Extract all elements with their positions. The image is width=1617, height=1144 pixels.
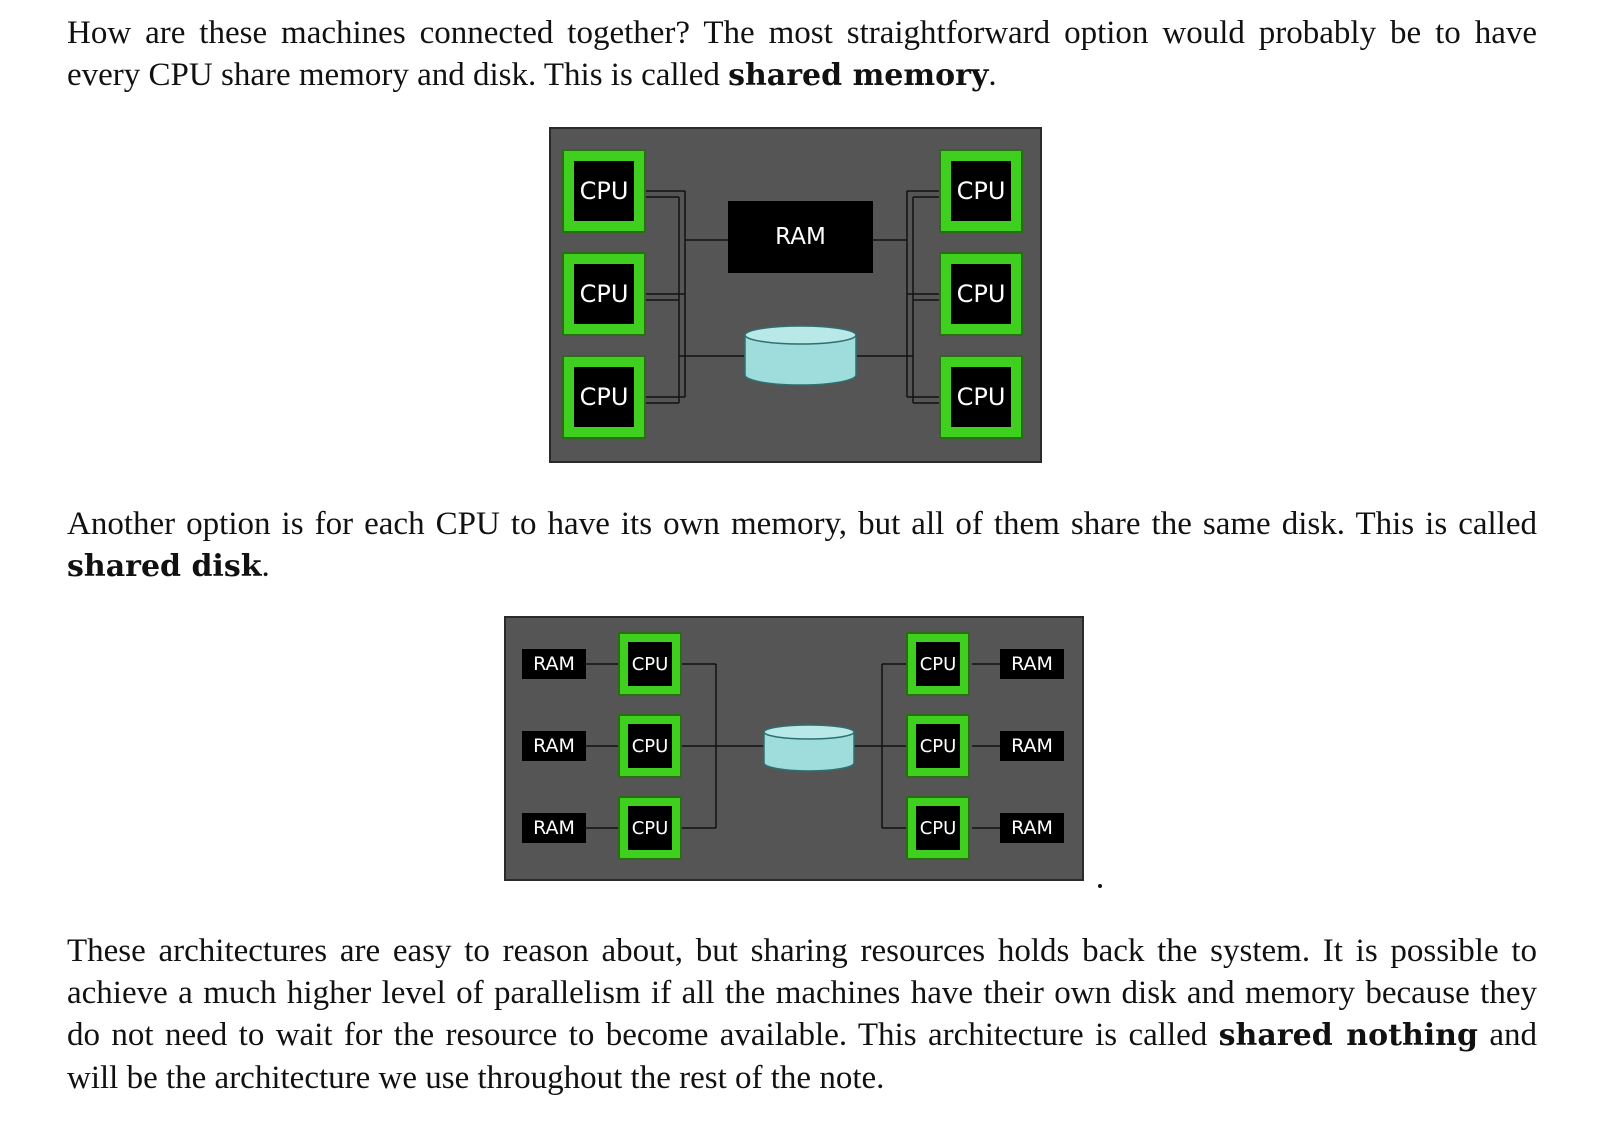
shared-memory-diagram: RAM CPU CPU CPU CPU CPU CPU bbox=[549, 127, 1042, 463]
paragraph-shared-disk: Another option is for each CPU to have i… bbox=[67, 503, 1537, 588]
paragraph-text: and will be the architecture we use thro… bbox=[67, 1017, 1537, 1096]
cpu-block: CPU bbox=[939, 252, 1023, 336]
cpu-label: CPU bbox=[916, 642, 960, 686]
cpu-block: CPU bbox=[562, 355, 646, 439]
shared-ram-block: RAM bbox=[728, 201, 873, 273]
cpu-label: CPU bbox=[951, 161, 1011, 221]
cpu-label: CPU bbox=[574, 367, 634, 427]
ram-block: RAM bbox=[1000, 731, 1064, 761]
paragraph-punctuation: . bbox=[988, 57, 997, 93]
cpu-label: CPU bbox=[628, 724, 672, 768]
shared-disk-icon bbox=[763, 724, 855, 772]
term-shared-nothing: shared nothing bbox=[1218, 1018, 1478, 1053]
cpu-label: CPU bbox=[951, 367, 1011, 427]
paragraph-punctuation: . bbox=[261, 548, 270, 584]
shared-disk-icon bbox=[744, 325, 857, 386]
cpu-label: CPU bbox=[951, 264, 1011, 324]
cpu-block: CPU bbox=[906, 714, 970, 778]
cpu-block: CPU bbox=[618, 632, 682, 696]
paragraph-shared-nothing: These architectures are easy to reason a… bbox=[67, 930, 1537, 1099]
cpu-block: CPU bbox=[939, 355, 1023, 439]
cpu-block: CPU bbox=[618, 796, 682, 860]
paragraph-text: Another option is for each CPU to have i… bbox=[67, 506, 1537, 542]
cpu-block: CPU bbox=[906, 796, 970, 860]
paragraph-text: These architectures are easy to reason a… bbox=[67, 933, 1537, 1053]
paragraph-shared-memory: How are these machines connected togethe… bbox=[67, 12, 1537, 97]
cpu-label: CPU bbox=[916, 806, 960, 850]
ram-block: RAM bbox=[522, 649, 586, 679]
cpu-block: CPU bbox=[562, 252, 646, 336]
cpu-label: CPU bbox=[574, 264, 634, 324]
cpu-label: CPU bbox=[574, 161, 634, 221]
cpu-block: CPU bbox=[562, 149, 646, 233]
cpu-label: CPU bbox=[628, 806, 672, 850]
ram-block: RAM bbox=[1000, 649, 1064, 679]
shared-disk-diagram: RAM RAM RAM CPU CPU CPU CPU CPU CPU RAM … bbox=[504, 616, 1084, 881]
ram-block: RAM bbox=[1000, 813, 1064, 843]
cpu-label: CPU bbox=[628, 642, 672, 686]
ram-block: RAM bbox=[522, 731, 586, 761]
term-shared-memory: shared memory bbox=[728, 58, 989, 93]
cpu-block: CPU bbox=[939, 149, 1023, 233]
paragraph-text: How are these machines connected togethe… bbox=[67, 15, 1537, 93]
shared-disk-wires bbox=[586, 663, 1002, 829]
stray-period-mark bbox=[1098, 884, 1102, 888]
ram-block: RAM bbox=[522, 813, 586, 843]
cpu-label: CPU bbox=[916, 724, 960, 768]
cpu-block: CPU bbox=[618, 714, 682, 778]
term-shared-disk: shared disk bbox=[67, 549, 262, 584]
cpu-block: CPU bbox=[906, 632, 970, 696]
